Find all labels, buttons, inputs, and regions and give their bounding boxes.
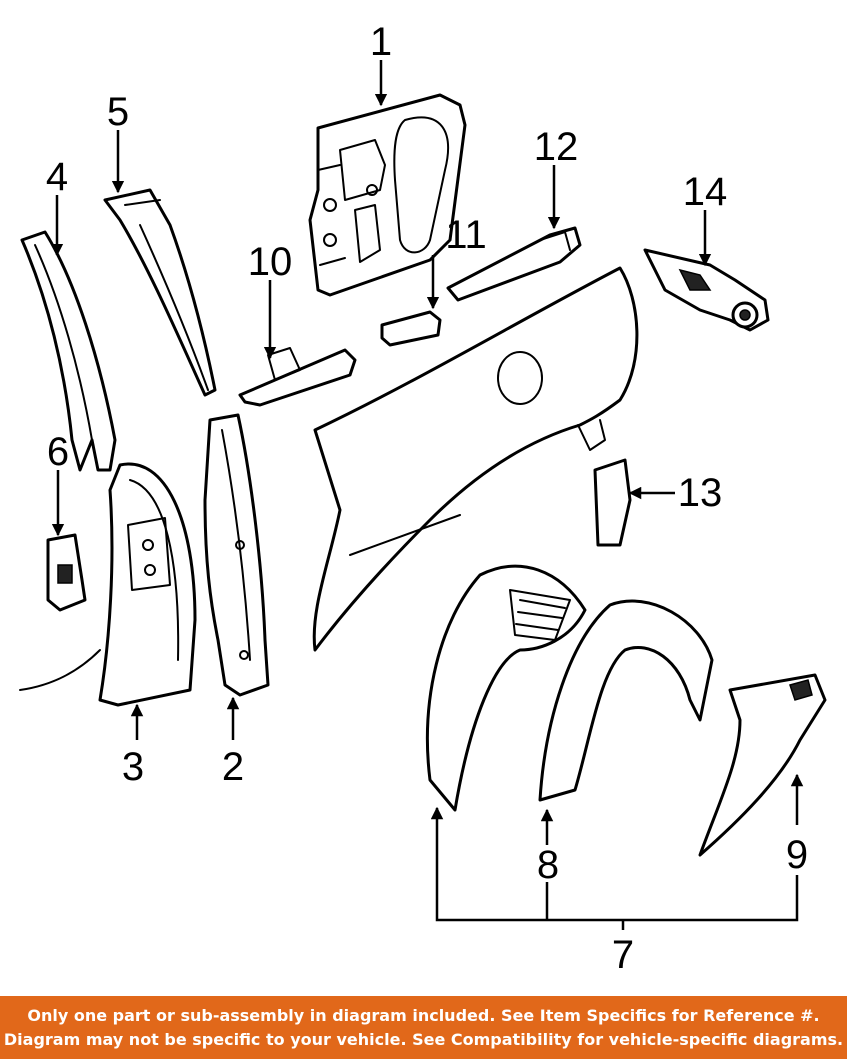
part-6-bracket [46, 533, 87, 612]
callout-14: 14 [683, 170, 728, 214]
callout-13: 13 [678, 471, 723, 515]
part-9-bracket [698, 673, 827, 857]
callout-11: 11 [445, 213, 487, 257]
part-3-door-frame [19, 462, 197, 707]
part-11-block [380, 310, 442, 347]
part-4-pillar-reinforcement [20, 230, 117, 472]
callout-1: 1 [370, 20, 392, 64]
callout-5: 5 [107, 90, 129, 134]
callout-2: 2 [222, 745, 244, 789]
callout-12: 12 [534, 125, 579, 169]
part-5-pillar-upper [103, 188, 217, 397]
part-2-pillar-lower [203, 413, 270, 697]
part-10-rail [238, 347, 357, 407]
callout-6: 6 [47, 430, 69, 474]
part-8-wheelhouse-inner [426, 564, 714, 812]
callout-10: 10 [248, 240, 293, 284]
parts-diagram: 1 5 4 6 10 11 12 14 13 3 2 8 9 7 [19, 20, 827, 977]
quarter-panel-outer [312, 266, 639, 652]
part-12-rail [446, 226, 582, 302]
disclaimer-line-2: Diagram may not be specific to your vehi… [3, 1029, 844, 1049]
part-14-hinge [643, 248, 770, 332]
callout-4: 4 [46, 155, 68, 199]
callout-3: 3 [122, 745, 144, 789]
disclaimer-banner: Only one part or sub-assembly in diagram… [0, 996, 847, 1059]
callout-7: 7 [612, 933, 634, 977]
part-13-panel [593, 458, 632, 547]
part-1-inner-panel [308, 93, 467, 297]
callout-9: 9 [786, 833, 808, 877]
disclaimer-line-1: Only one part or sub-assembly in diagram… [27, 1005, 820, 1025]
leader-lines [50, 60, 804, 930]
callout-8: 8 [537, 843, 559, 887]
